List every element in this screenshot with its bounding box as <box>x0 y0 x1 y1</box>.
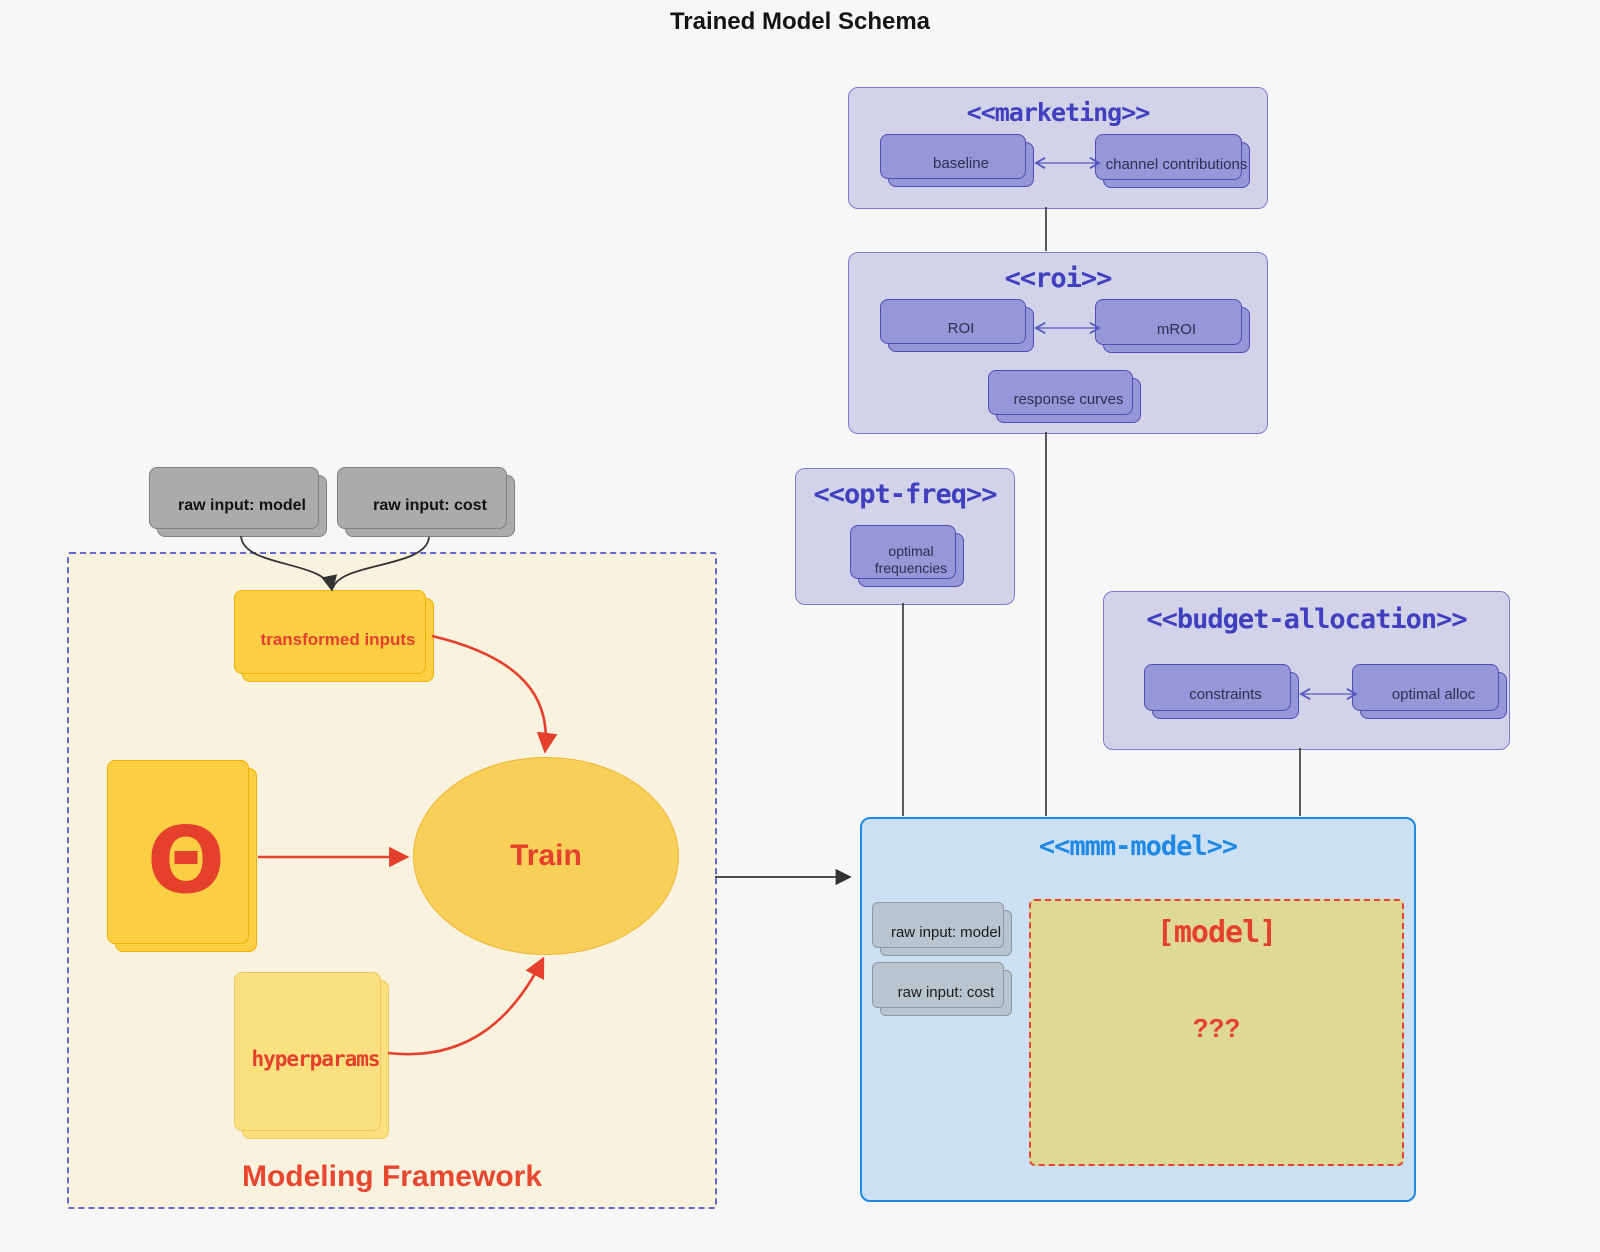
node-mmm-raw-input-model-label: raw input: model <box>890 923 1002 941</box>
model-label: [model] <box>1156 915 1277 950</box>
model-unknown-label: ??? <box>1192 1013 1241 1043</box>
node-response-curves: response curves <box>988 370 1141 423</box>
node-raw-input-model-label: raw input: model <box>178 497 306 514</box>
node-theta: Θ <box>107 760 257 952</box>
opt-freq-title: <<opt-freq>> <box>813 479 997 510</box>
node-raw-input-cost-label: raw input: cost <box>373 497 487 514</box>
node-model-placeholder: [model] ??? <box>1029 899 1404 1166</box>
node-baseline: baseline <box>880 134 1034 187</box>
node-mmm-raw-input-cost-label: raw input: cost <box>897 983 995 1001</box>
node-mroi-label: mROI <box>1156 320 1197 338</box>
node-roi-label: ROI <box>947 320 975 338</box>
modeling-framework-label: Modeling Framework <box>241 1160 543 1193</box>
node-optimal-frequencies: optimal frequencies <box>850 525 964 587</box>
node-train: Train <box>413 757 679 955</box>
node-mmm-raw-input-model: raw input: model <box>872 902 1012 956</box>
mmm-model-title: <<mmm-model>> <box>1038 831 1238 862</box>
node-channel-contributions: channel contributions <box>1095 134 1250 188</box>
node-mroi: mROI <box>1095 299 1250 353</box>
marketing-title: <<marketing>> <box>966 98 1151 127</box>
node-raw-input-cost: raw input: cost <box>337 467 515 537</box>
node-response-curves-label: response curves <box>1013 391 1124 409</box>
node-channel-contributions-label: channel contributions <box>1105 155 1248 173</box>
node-transformed-inputs: transformed inputs <box>234 590 434 682</box>
node-optimal-frequencies-label: optimal frequencies <box>874 542 948 577</box>
node-roi: ROI <box>880 299 1034 352</box>
node-baseline-label: baseline <box>933 155 989 173</box>
node-mmm-raw-input-cost: raw input: cost <box>872 962 1012 1016</box>
roi-title: <<roi>> <box>1004 263 1113 294</box>
budget-allocation-title: <<budget-allocation>> <box>1146 604 1467 635</box>
node-hyperparams: hyperparams <box>234 972 389 1139</box>
node-optimal-alloc-label: optimal alloc <box>1391 686 1476 704</box>
page-title: Trained Model Schema <box>669 8 931 35</box>
node-train-label: Train <box>510 839 582 872</box>
node-theta-label: Θ <box>146 806 226 914</box>
node-raw-input-model: raw input: model <box>149 467 327 537</box>
node-transformed-inputs-label: transformed inputs <box>260 630 416 650</box>
node-constraints-label: constraints <box>1189 686 1262 704</box>
node-optimal-alloc: optimal alloc <box>1352 664 1507 719</box>
node-constraints: constraints <box>1144 664 1299 719</box>
node-hyperparams-label: hyperparams <box>251 1047 380 1072</box>
